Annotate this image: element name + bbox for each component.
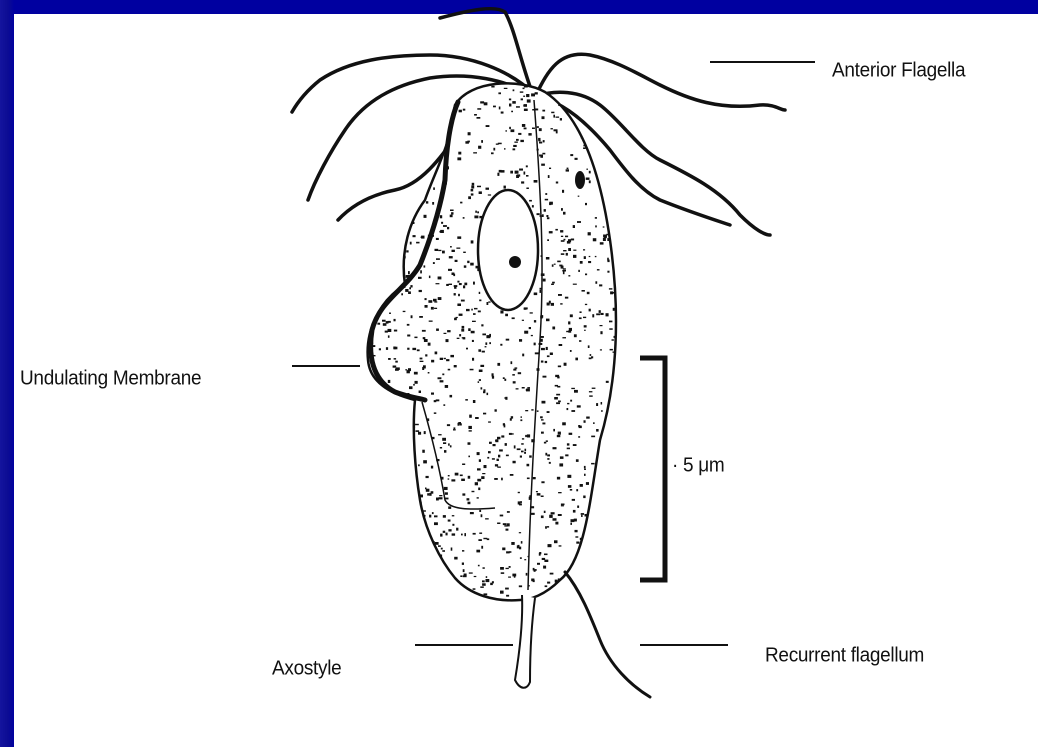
scale-bracket xyxy=(640,358,665,580)
nucleolus xyxy=(509,256,521,268)
parabasal-body xyxy=(575,171,585,189)
cell-body xyxy=(368,83,616,600)
axostyle xyxy=(515,595,535,688)
axostyle-label: Axostyle xyxy=(272,657,341,681)
recurrent-flagellum-label: Recurrent flagellum xyxy=(765,644,924,668)
nucleus xyxy=(478,190,538,310)
scale-label: · 5 μm xyxy=(672,454,724,478)
recurrent-flagellum xyxy=(565,572,650,697)
anterior-flagella-label: Anterior Flagella xyxy=(832,59,965,83)
undulating-membrane-label: Undulating Membrane xyxy=(20,367,201,391)
